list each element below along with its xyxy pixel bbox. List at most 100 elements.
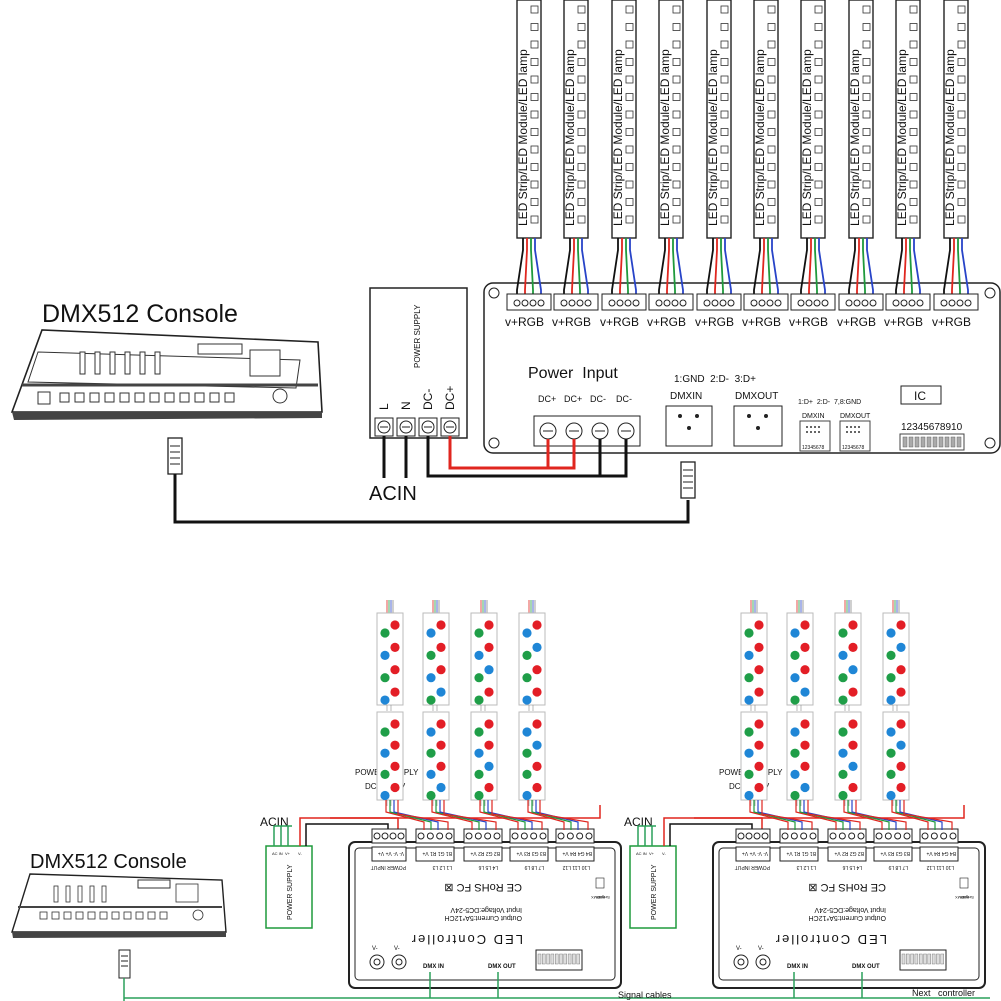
- dip-switch-toggle: [931, 953, 936, 965]
- led-chip: [862, 75, 871, 84]
- bottom-input-voltage: Input Voltage:DC5-24V: [814, 906, 886, 913]
- top-strip-vrgb-label: v+RGB: [505, 315, 544, 329]
- led-chip: [720, 215, 729, 224]
- terminal-screw: [436, 832, 444, 840]
- led-chip: [814, 58, 823, 66]
- bottom-power-input-label: POWER INPUT: [371, 864, 406, 870]
- led-chip: [577, 198, 586, 206]
- led-dot: [522, 769, 532, 779]
- led-chip: [767, 198, 776, 206]
- led-dot: [896, 665, 906, 675]
- bottom-psu-pin-label: V+: [285, 851, 291, 856]
- led-dot: [436, 642, 446, 652]
- top-dc-minus-wire: [426, 436, 602, 478]
- led-chip: [909, 145, 918, 154]
- led-chip: [720, 128, 729, 136]
- terminal-screw: [537, 299, 545, 307]
- terminal-screw: [949, 832, 957, 840]
- led-chip: [672, 215, 681, 224]
- led-dot: [390, 642, 400, 652]
- led-dot: [886, 695, 896, 705]
- led-chip: [767, 163, 776, 171]
- led-dot: [380, 727, 390, 737]
- led-chip: [909, 75, 918, 84]
- led-dot: [532, 719, 542, 729]
- top-rj45-out-pins: 12345678: [842, 445, 864, 451]
- bottom-terminal-label-strip: [873, 846, 913, 862]
- bottom-terminal-block: [827, 828, 867, 844]
- bottom-led-wire: [483, 800, 526, 830]
- dip-switch-toggle: [927, 953, 931, 965]
- led-chip: [577, 163, 586, 171]
- bottom-led-module-column: [786, 600, 861, 830]
- led-dot: [848, 620, 858, 630]
- led-chip: [672, 128, 681, 136]
- top-dmxin-label: DMXIN: [670, 391, 702, 402]
- led-chip: [957, 93, 966, 101]
- led-chip: [530, 93, 539, 101]
- bottom-led-wire: [531, 800, 572, 830]
- bottom-led-module-column: [376, 600, 449, 830]
- terminal-screw: [655, 299, 663, 307]
- led-chip: [577, 93, 586, 101]
- led-dot: [848, 782, 858, 793]
- bottom-dmx-out-label: DMX OUT: [852, 964, 880, 970]
- led-chip: [957, 23, 966, 31]
- top-console-rj45-plug: [167, 437, 183, 475]
- led-chip: [530, 23, 539, 31]
- led-dot: [380, 790, 390, 801]
- top-ic-box: [900, 385, 942, 405]
- led-dot: [790, 628, 800, 638]
- bottom-mode-label: Single: [962, 895, 974, 900]
- terminal-screw: [758, 299, 766, 307]
- terminal-screw: [781, 832, 789, 840]
- bottom-vminus-label: V-: [372, 946, 378, 952]
- led-chip: [957, 40, 966, 49]
- terminal-screw: [916, 299, 924, 307]
- terminal-screw: [381, 832, 389, 840]
- top-console-illustration: [10, 329, 323, 420]
- bottom-mode-label: RGB: [960, 895, 969, 900]
- bottom-psu-pin-label: AC IN: [272, 851, 283, 856]
- bottom-ac-wire: [273, 825, 292, 846]
- top-strip-vrgb-label: v+RGB: [647, 315, 686, 329]
- terminal-screw: [474, 832, 482, 840]
- bottom-mode-label: DMX: [591, 895, 600, 900]
- bottom-terminal-group-label: B4 G4 R4 V+: [562, 850, 592, 856]
- terminal-screw: [719, 299, 727, 307]
- led-dot: [426, 727, 436, 737]
- led-dot: [474, 727, 484, 737]
- led-dot: [744, 695, 754, 705]
- top-power-terminal-label: DC+: [564, 394, 582, 404]
- top-dip-switch: [899, 433, 965, 451]
- led-dot: [436, 782, 446, 793]
- terminal-screw: [616, 299, 624, 307]
- led-chip: [530, 215, 539, 224]
- led-dot: [426, 650, 436, 660]
- terminal-screw: [465, 832, 473, 840]
- led-dot: [484, 761, 494, 771]
- terminal-screw: [584, 299, 592, 307]
- led-chip: [577, 5, 586, 14]
- led-chip: [720, 163, 729, 171]
- led-dot: [744, 790, 754, 801]
- bottom-terminal-block: [509, 828, 549, 844]
- dip-switch-toggle: [550, 953, 555, 965]
- led-chip: [767, 75, 776, 84]
- bottom-psu-label: POWER SUPPLY: [287, 864, 294, 920]
- bottom-terminal-channel-label: L10 L11 L12: [926, 864, 954, 870]
- led-chip: [720, 93, 729, 101]
- led-chip: [909, 5, 918, 14]
- led-dot: [484, 719, 494, 729]
- bottom-dc-minus-wire: [669, 823, 753, 846]
- bottom-terminal-group-label: B3 G3 R3 V+: [516, 850, 546, 856]
- bottom-terminal-label-strip: [509, 846, 549, 862]
- led-chip: [672, 110, 681, 119]
- led-chip: [720, 5, 729, 14]
- terminal-screw: [894, 832, 902, 840]
- bottom-mode-switch: [959, 877, 969, 889]
- dip-switch-toggle: [914, 953, 919, 965]
- led-chip: [577, 180, 586, 189]
